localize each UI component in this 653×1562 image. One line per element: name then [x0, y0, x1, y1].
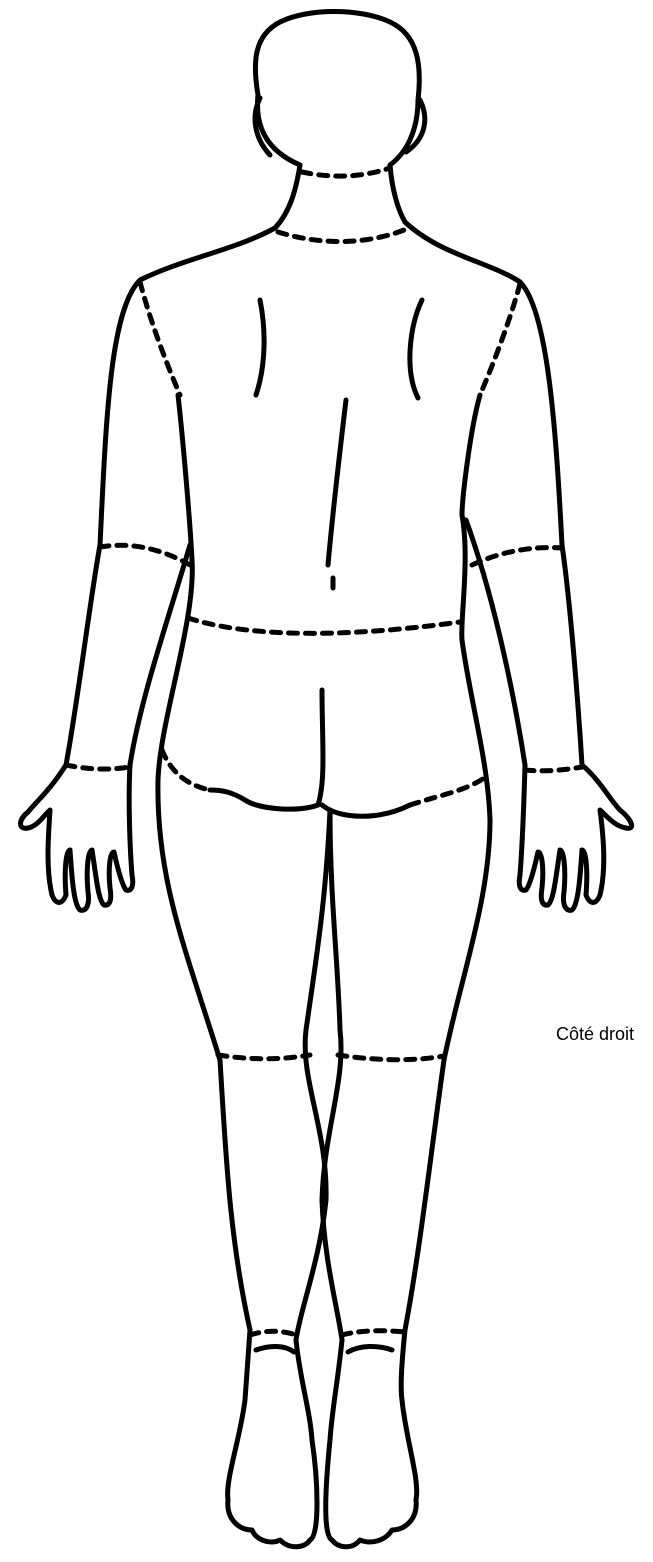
left-knee-boundary: [218, 1055, 310, 1059]
left-torso-outline: [158, 395, 250, 1330]
neck-back-boundary: [278, 230, 404, 242]
head-outline: [255, 12, 419, 166]
left-hand-outline: [21, 765, 133, 910]
left-gluteal-boundary: [162, 750, 210, 790]
left-heel-detail: [256, 1346, 294, 1352]
right-heel-detail: [348, 1346, 392, 1352]
left-elbow-boundary: [100, 545, 190, 565]
right-wrist-boundary: [525, 767, 582, 771]
right-foot-outline: [326, 1330, 417, 1547]
left-shoulder-arm-outline: [66, 228, 275, 765]
waist-boundary: [188, 618, 460, 633]
right-shoulder-blade: [410, 300, 422, 398]
neck-right-outline: [390, 165, 405, 222]
right-ankle-boundary: [342, 1331, 405, 1335]
neck-left-outline: [275, 165, 300, 228]
right-shoulder-boundary: [480, 284, 520, 395]
head-neck-boundary: [302, 168, 390, 176]
right-hand-outline: [519, 765, 631, 910]
left-ankle-boundary: [250, 1331, 296, 1335]
right-elbow-boundary: [472, 548, 562, 565]
left-wrist-boundary: [66, 765, 130, 769]
spine-line: [328, 400, 346, 565]
right-shoulder-arm-outline: [405, 222, 582, 765]
right-side-label: Côté droit: [556, 1024, 634, 1045]
buttocks-right: [322, 805, 410, 816]
buttocks-center: [210, 690, 323, 809]
left-shoulder-boundary: [140, 282, 180, 395]
right-torso-outline: [405, 395, 490, 1330]
left-shoulder-blade: [256, 300, 264, 395]
left-foot-outline: [228, 1330, 317, 1547]
right-knee-boundary: [338, 1055, 444, 1060]
right-gluteal-boundary: [410, 775, 488, 805]
left-inner-leg: [296, 810, 330, 1340]
